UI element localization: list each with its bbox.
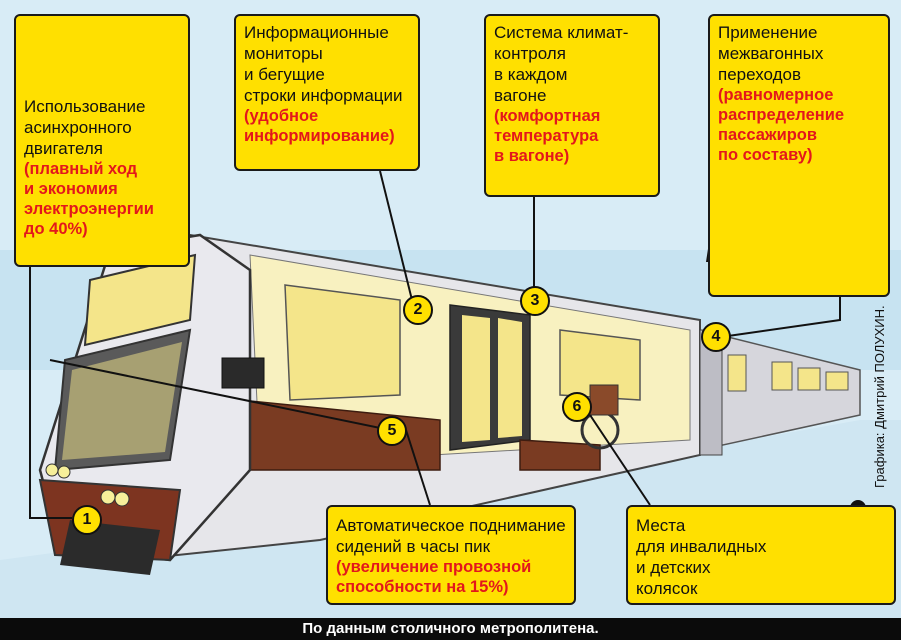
marker-1: 1 [72, 505, 102, 535]
train-main-car [128, 233, 723, 562]
graphics-credit: Графика: Дмитрий ПОЛУХИН. [872, 305, 887, 488]
callout-folding-seats: Автоматическое поднимание сидений в часы… [326, 505, 576, 605]
callout-info-monitors: Информационные мониторы и бегущие строки… [234, 14, 420, 171]
leader-lines [29, 170, 841, 519]
marker-6: 6 [562, 392, 592, 422]
train-rear-cars [699, 329, 861, 451]
marker-3: 3 [520, 286, 550, 316]
callout-highlight: (равномерное распределение пассажиров по… [718, 86, 845, 164]
callout-async-motor: Использование асинхронного двигателя (пл… [14, 14, 190, 267]
callout-text: Система климат- контроля в каждом вагоне [494, 23, 629, 105]
callout-highlight: (увеличение провозной способности на 15%… [336, 558, 532, 596]
callout-intercar-passages: Применение межвагонных переходов (равном… [708, 14, 890, 297]
marker-4: 4 [701, 322, 731, 352]
marker-2: 2 [403, 295, 433, 325]
source-footer: По данным столичного метрополитена. [0, 618, 901, 640]
callout-climate-control: Система климат- контроля в каждом вагоне… [484, 14, 660, 197]
callout-text: Применение межвагонных переходов [718, 23, 824, 84]
callout-text: Автоматическое поднимание сидений в часы… [336, 516, 566, 556]
callout-wheelchair-spaces: Места для инвалидных и детских колясок [626, 505, 896, 605]
callout-text: Места для инвалидных и детских колясок [636, 516, 767, 598]
callout-highlight: (плавный ход и экономия электроэнергии д… [24, 160, 154, 238]
callout-text: Использование асинхронного двигателя [24, 97, 146, 158]
train-cab [38, 233, 265, 575]
callout-highlight: (комфортная температура в вагоне) [494, 107, 601, 165]
marker-5: 5 [377, 416, 407, 446]
callout-text: Информационные мониторы и бегущие строки… [244, 23, 403, 105]
callout-highlight: (удобное информирование) [244, 107, 395, 145]
